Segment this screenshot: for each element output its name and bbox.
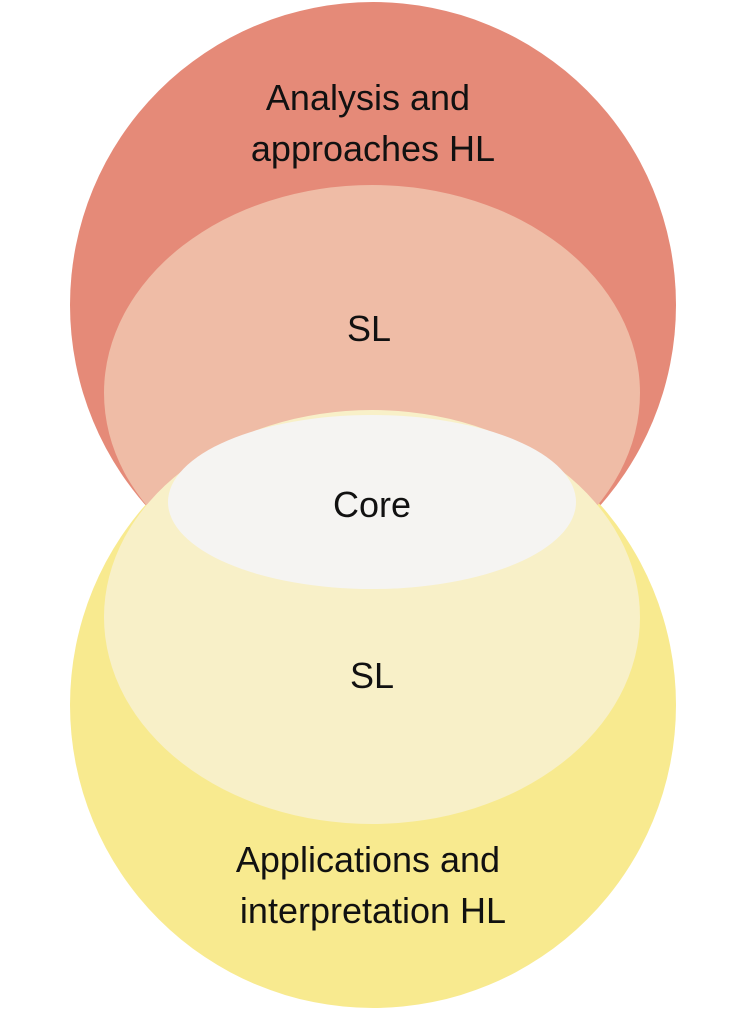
applications-interpretation-hl-label: Applications and interpretation HL [236, 839, 510, 931]
applications-interpretation-hl-line-1: Applications and [236, 839, 500, 880]
core-ellipse [168, 415, 576, 589]
analysis-approaches-hl-label: Analysis and approaches HL [251, 77, 495, 169]
applications-interpretation-sl-label: SL [350, 655, 394, 696]
analysis-approaches-hl-line-2: approaches HL [251, 128, 495, 169]
analysis-approaches-hl-line-1: Analysis and [266, 77, 470, 118]
applications-interpretation-hl-line-2: interpretation HL [240, 890, 506, 931]
core-label: Core [333, 484, 411, 525]
analysis-approaches-sl-label: SL [347, 308, 391, 349]
